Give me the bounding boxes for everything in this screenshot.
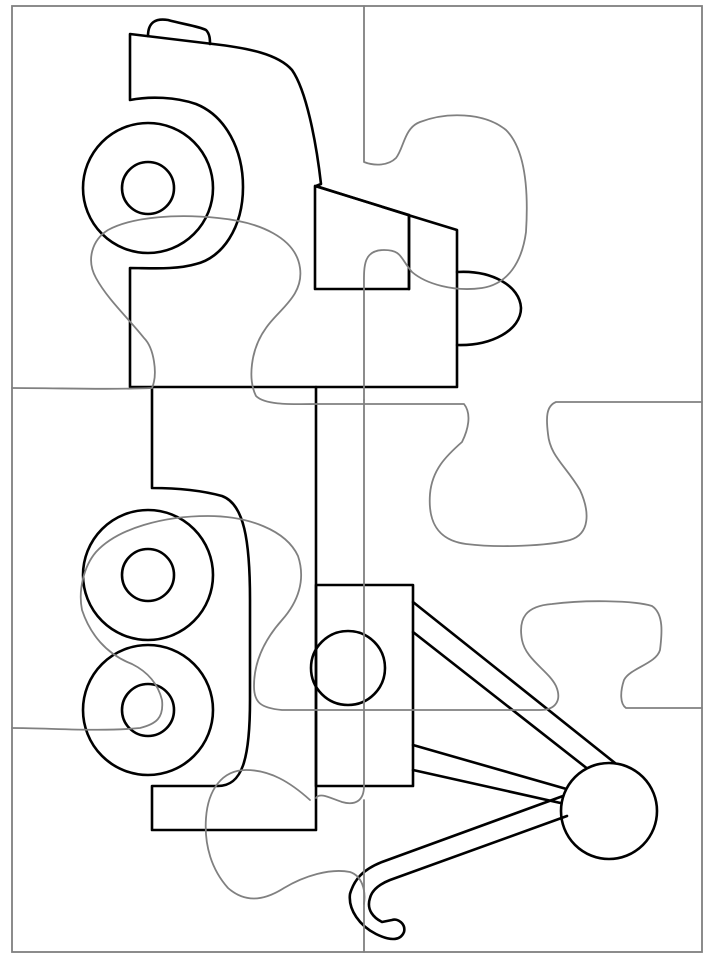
- cut-line-upper-horizontal: [11, 215, 703, 547]
- tow-truck-drawing: [81, 18, 659, 941]
- winch-drum: [309, 629, 387, 707]
- headlight: [455, 270, 523, 347]
- rear-wheel-2: [81, 643, 215, 777]
- rear-wheel-2-hub: [120, 682, 176, 738]
- front-wheel: [81, 121, 215, 255]
- front-wheel-hub: [120, 160, 176, 216]
- cab-window: [313, 184, 411, 291]
- truck-chassis: [150, 385, 318, 832]
- boom-pulley: [559, 761, 659, 861]
- tow-hook: [348, 794, 569, 941]
- cut-line-middle-vertical: [315, 399, 365, 805]
- puzzle-frame: [11, 5, 703, 953]
- cut-line-bottom-left: [204, 769, 366, 905]
- cut-line-lower-horizontal: [11, 515, 703, 731]
- truck-cab: [128, 32, 459, 389]
- rear-wheel-1: [81, 508, 215, 642]
- boom-arm-lower: [411, 743, 572, 806]
- puzzle-cut-lines: [11, 5, 703, 953]
- boom-arm-upper: [411, 600, 622, 779]
- rear-wheel-1-hub: [120, 547, 176, 603]
- roof-beacon: [146, 18, 212, 46]
- cut-line-top-vertical: [363, 5, 528, 401]
